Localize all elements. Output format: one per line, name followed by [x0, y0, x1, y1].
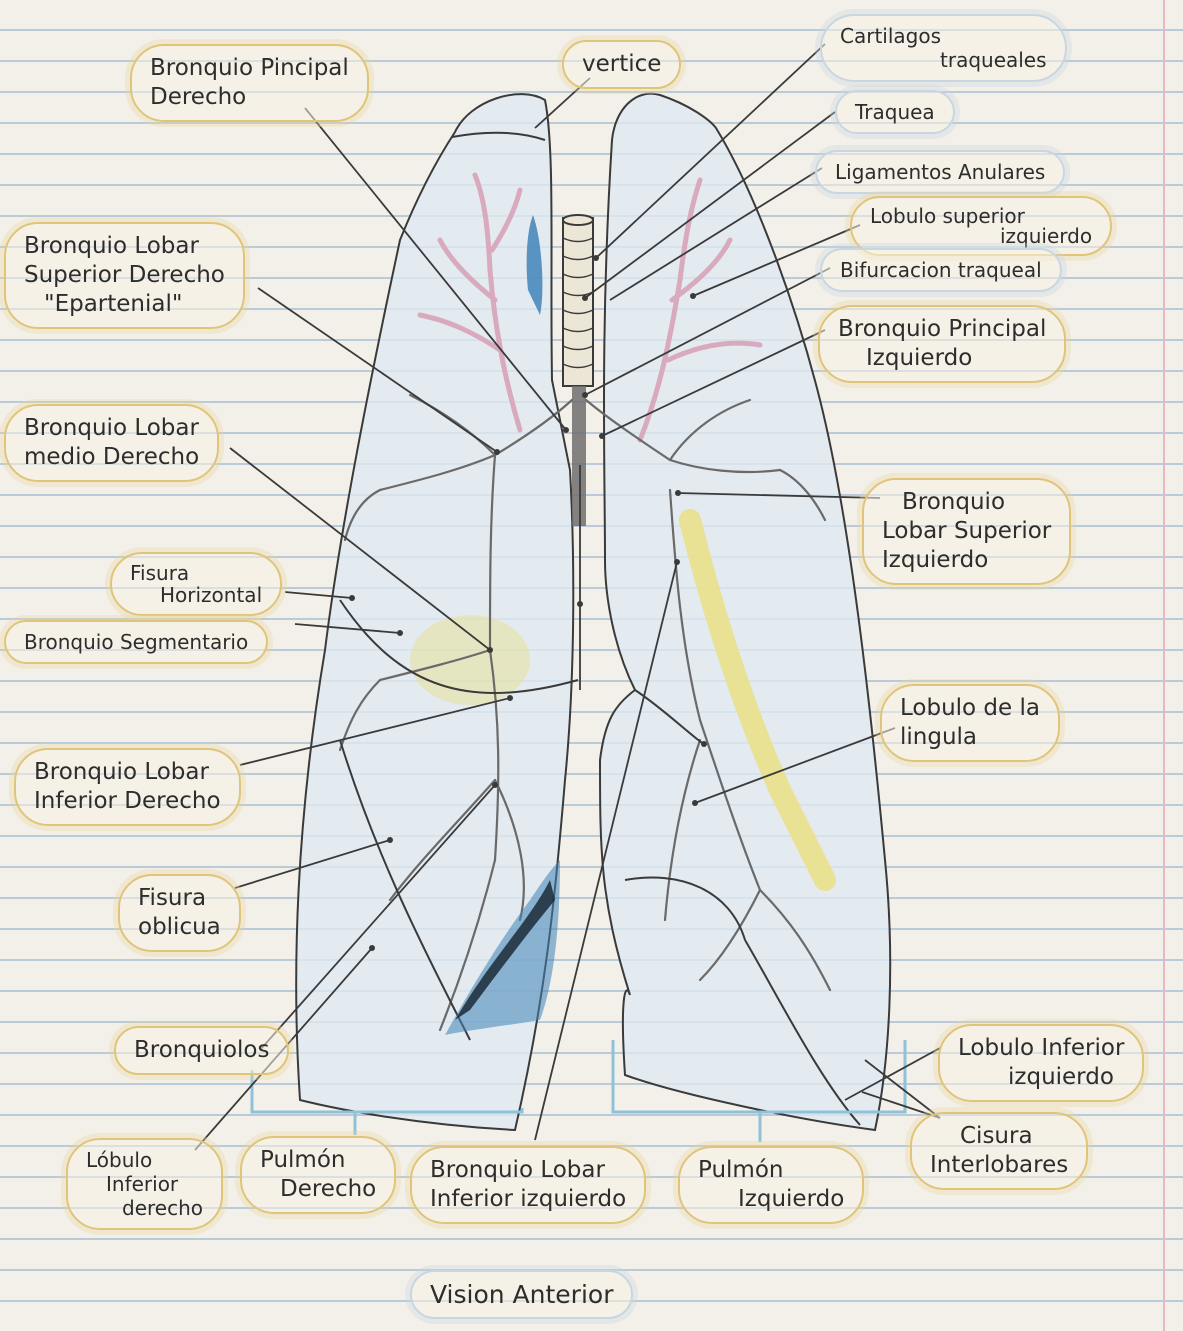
label-bronquio-lobar-inferior-izquierdo: Bronquio Lobar Inferior izquierdo	[410, 1146, 646, 1224]
label-bronquio-lobar-superior-derecho: Bronquio Lobar Superior Derecho "Eparten…	[4, 222, 245, 329]
label-traquea: Traquea	[835, 90, 955, 134]
label-cartilagos-traqueales: Cartilagos traqueales	[820, 14, 1067, 82]
label-lobulo-inferior-derecho: Lóbulo Inferior derecho	[66, 1138, 223, 1230]
label-fisura-horizontal: Fisura Horizontal	[110, 552, 282, 616]
label-pulmon-izquierdo: Pulmón Izquierdo	[678, 1146, 864, 1224]
label-bronquio-lobar-inferior-derecho: Bronquio Lobar Inferior Derecho	[14, 748, 241, 826]
label-bronquiolos: Bronquiolos	[114, 1026, 289, 1075]
label-lobulo-inferior-izquierdo: Lobulo Inferior izquierdo	[938, 1024, 1144, 1102]
label-vertice: vertice	[562, 40, 681, 89]
label-cisura-interlobares: Cisura Interlobares	[910, 1112, 1088, 1190]
label-bronquio-lobar-superior-izquierdo: Bronquio Lobar Superior Izquierdo	[862, 478, 1071, 585]
label-fisura-oblicua: Fisura oblicua	[118, 874, 241, 952]
label-bronquio-segmentario: Bronquio Segmentario	[4, 620, 268, 664]
label-bronquio-principal-izquierdo: Bronquio Principal Izquierdo	[818, 305, 1066, 383]
label-pulmon-derecho: Pulmón Derecho	[240, 1136, 396, 1214]
label-lobulo-superior-izquierdo: Lobulo superior izquierdo	[850, 196, 1112, 256]
diagram-title: Vision Anterior	[410, 1270, 633, 1319]
label-ligamentos-anulares: Ligamentos Anulares	[815, 150, 1065, 194]
label-bifurcacion-traqueal: Bifurcacion traqueal	[820, 248, 1062, 292]
label-bronquio-lobar-medio-derecho: Bronquio Lobar medio Derecho	[4, 404, 219, 482]
label-lobulo-de-la-lingula: Lobulo de la lingula	[880, 684, 1060, 762]
label-bronquio-principal-derecho: Bronquio Pincipal Derecho	[130, 44, 369, 122]
